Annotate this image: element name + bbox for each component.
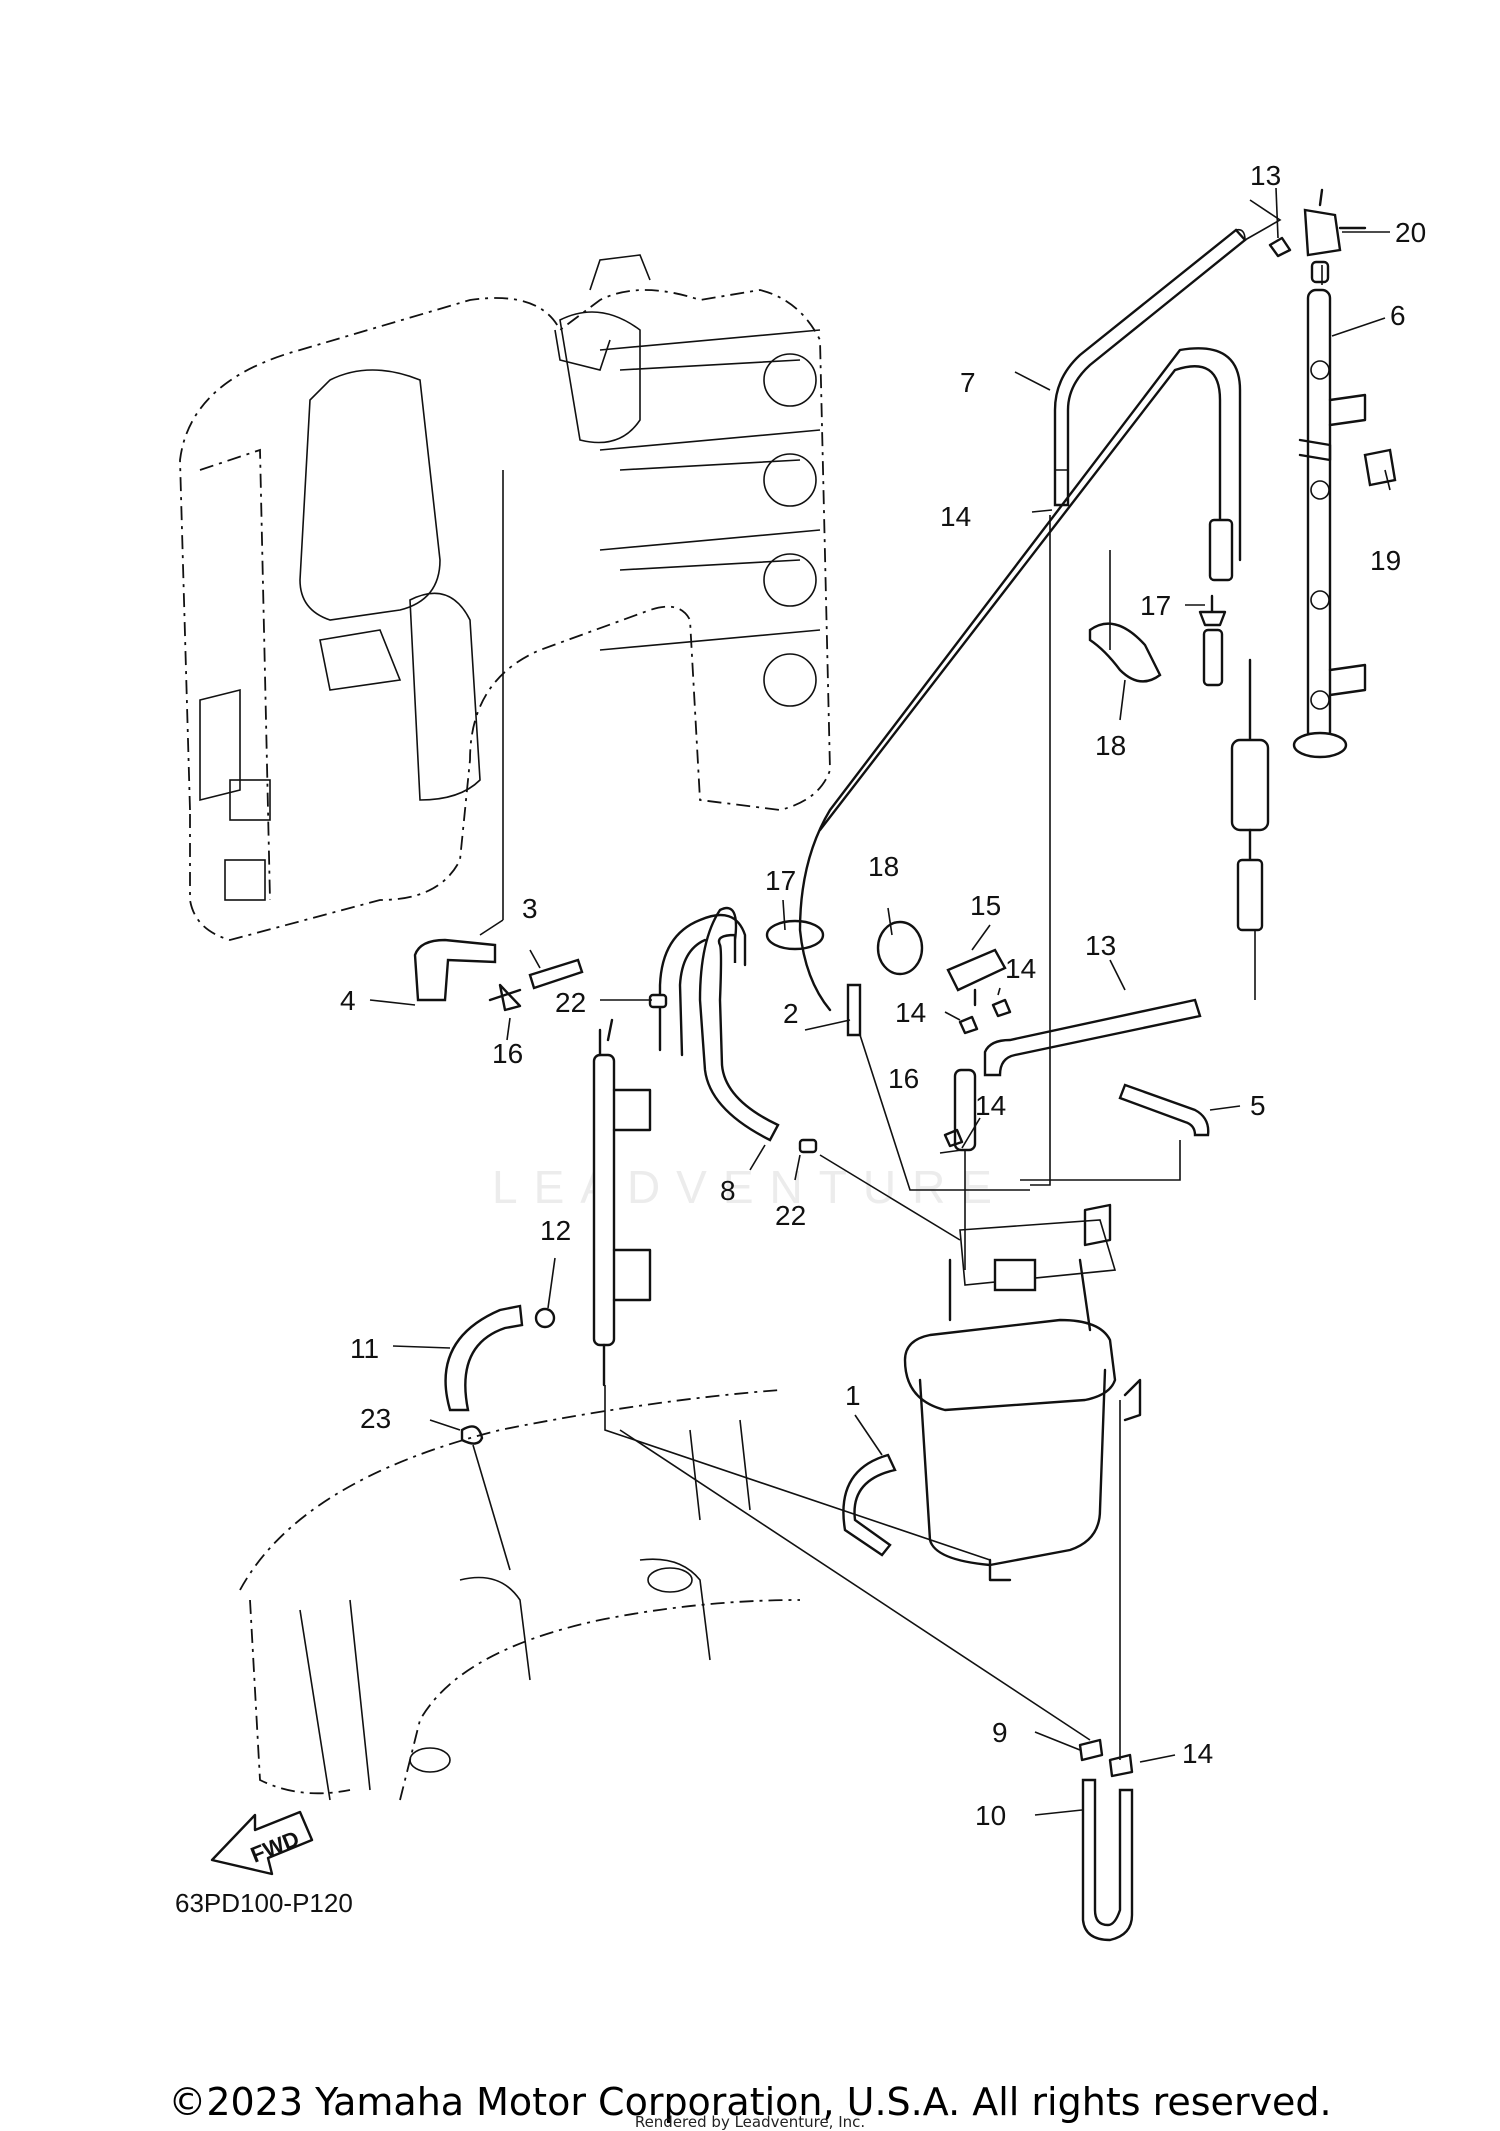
fuel-rail-6 (1292, 288, 1367, 759)
fitting-17-right (1198, 594, 1227, 687)
hose-10 (1081, 1778, 1134, 1942)
clips-14-middle (943, 998, 1012, 1148)
hose-13 (983, 998, 1202, 1077)
clip-9 (1078, 1738, 1104, 1762)
leader-lines (369, 187, 1391, 1816)
rendered-by-credit: Rendered by Leadventure, Inc. (634, 2113, 866, 2131)
callout-15: 15 (970, 890, 1001, 921)
clip-12 (534, 1307, 556, 1329)
callout-8: 8 (720, 1175, 736, 1206)
fwd-label: FWD (247, 1826, 303, 1868)
callout-4: 4 (340, 985, 356, 1016)
clip-19 (1088, 622, 1162, 683)
callout-14-mid-b: 14 (895, 997, 926, 1028)
clip-23 (460, 1425, 484, 1445)
fitting-15 (946, 948, 1007, 1007)
lower-bracket-outline (239, 1389, 801, 1801)
callout-5: 5 (1250, 1090, 1266, 1121)
callout-16: 16 (888, 1063, 919, 1094)
fuel-filter (1230, 658, 1270, 932)
callout-18-left: 17 (765, 865, 796, 896)
callout-14-mid-c: 14 (975, 1090, 1006, 1121)
callout-14-mid-a: 14 (1005, 953, 1036, 984)
intake-manifold-outline (179, 254, 831, 941)
hose-2 (846, 983, 862, 1037)
callout-23: 23 (360, 1403, 391, 1434)
fitting-21 (1303, 188, 1367, 284)
hose-8 (658, 906, 780, 1142)
vapor-separator (903, 1203, 1142, 1582)
hose-7 (1053, 228, 1247, 507)
clip-20 (1363, 448, 1397, 487)
callout-9: 9 (992, 1717, 1008, 1748)
callout-22-lower: 22 (775, 1200, 806, 1231)
long-fuel-line (798, 347, 1242, 1012)
hose-1 (842, 1453, 897, 1557)
callout-20: 19 (1370, 545, 1401, 576)
callout-18-right: 18 (868, 851, 899, 882)
clamp-18-right (876, 920, 924, 976)
callout-19: 18 (1095, 730, 1126, 761)
hose-11 (444, 1304, 524, 1412)
connection-lines (472, 199, 1323, 1760)
hose-5 (1118, 1083, 1210, 1137)
clip-14-top (1268, 236, 1292, 258)
callout-14-bottom: 14 (1182, 1738, 1213, 1769)
fitting-17-left (488, 983, 522, 1012)
clips-22 (648, 993, 818, 1154)
callout-3: 3 (522, 893, 538, 924)
callout-11: 11 (350, 1333, 379, 1364)
callout-14-upper: 14 (940, 501, 971, 532)
fuel-pipe-rail (592, 1018, 652, 1387)
callout-labels: 13 20 6 7 14 19 17 18 3 17 18 15 13 4 22… (340, 160, 1426, 1831)
callout-12: 12 (540, 1215, 571, 1246)
hose-16 (953, 1068, 977, 1152)
copyright-notice: ©2023 Yamaha Motor Corporation, U.S.A. A… (168, 2080, 1332, 2124)
callout-22-upper: 22 (555, 987, 586, 1018)
hose-4 (413, 938, 497, 1002)
callout-14-top: 13 (1250, 160, 1281, 191)
hose-3 (528, 958, 584, 990)
callout-6: 6 (1390, 300, 1406, 331)
callout-1: 1 (845, 1380, 861, 1411)
fwd-arrow: FWD (210, 1810, 314, 1876)
clip-14-bottom (1108, 1753, 1134, 1778)
callout-17-right: 17 (1140, 590, 1171, 621)
callout-17-left: 16 (492, 1038, 523, 1069)
clamp-18-left (765, 919, 825, 951)
callout-21: 20 (1395, 217, 1426, 248)
callout-10: 10 (975, 1800, 1006, 1831)
callout-7: 7 (960, 367, 976, 398)
callout-13: 13 (1085, 930, 1116, 961)
figure-code: 63PD100-P120 (175, 1888, 353, 1918)
callout-2: 2 (783, 998, 799, 1029)
